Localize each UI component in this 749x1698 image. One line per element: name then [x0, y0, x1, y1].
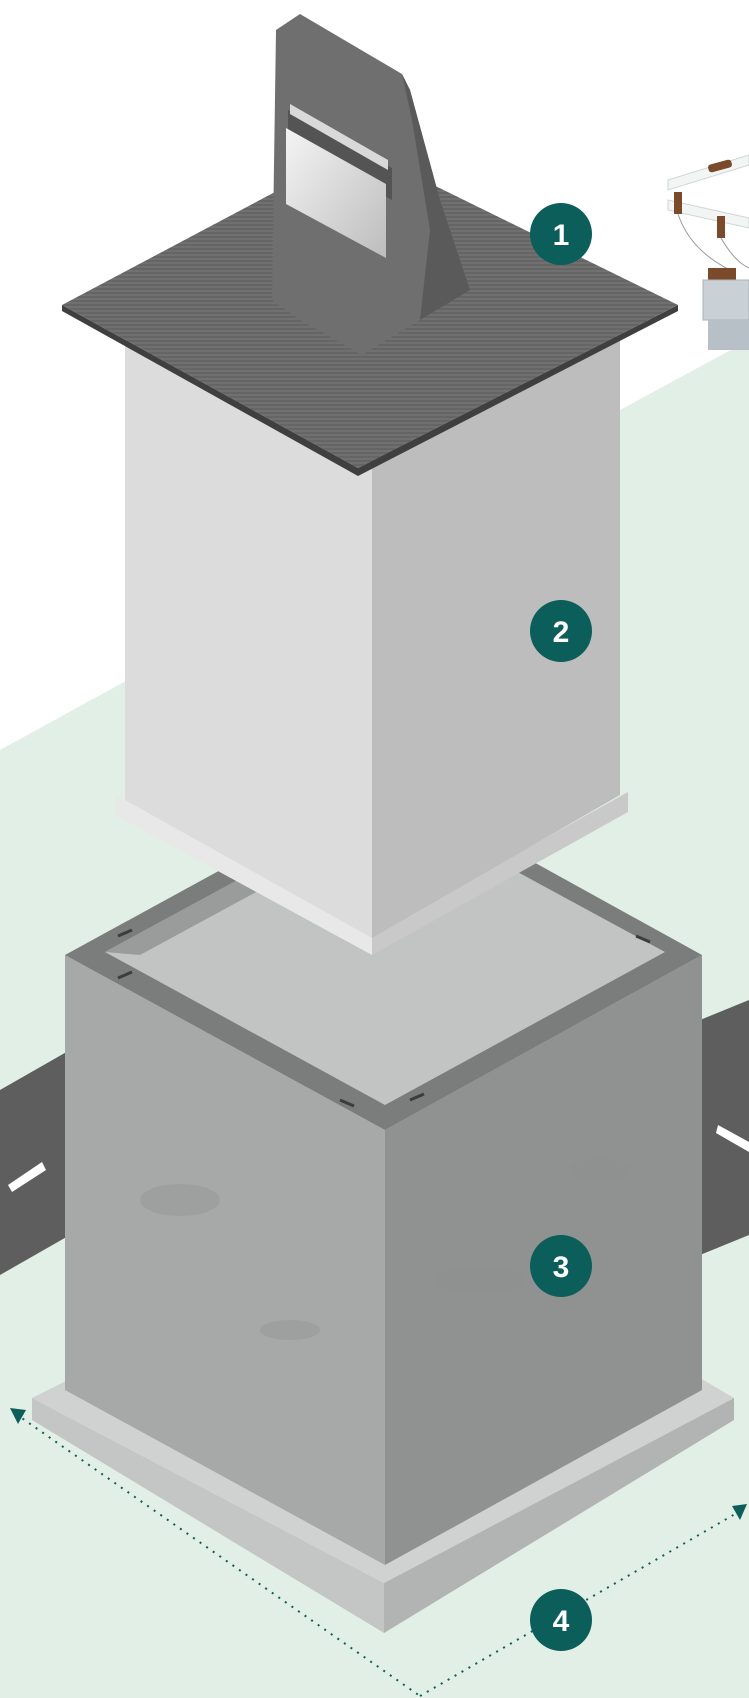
callout-badge-4: 4 — [530, 1589, 592, 1651]
road-right — [700, 1000, 749, 1255]
callout-label-3: 3 — [553, 1251, 570, 1284]
callout-badge-1: 1 — [530, 203, 592, 265]
callout-badge-3: 3 — [530, 1235, 592, 1297]
callout-label-1: 1 — [553, 219, 570, 252]
callout-badge-2: 2 — [530, 600, 592, 662]
power-line-icon — [668, 155, 749, 350]
dispenser-icon — [272, 14, 470, 355]
callout-label-2: 2 — [553, 616, 570, 649]
callout-label-4: 4 — [553, 1605, 570, 1638]
